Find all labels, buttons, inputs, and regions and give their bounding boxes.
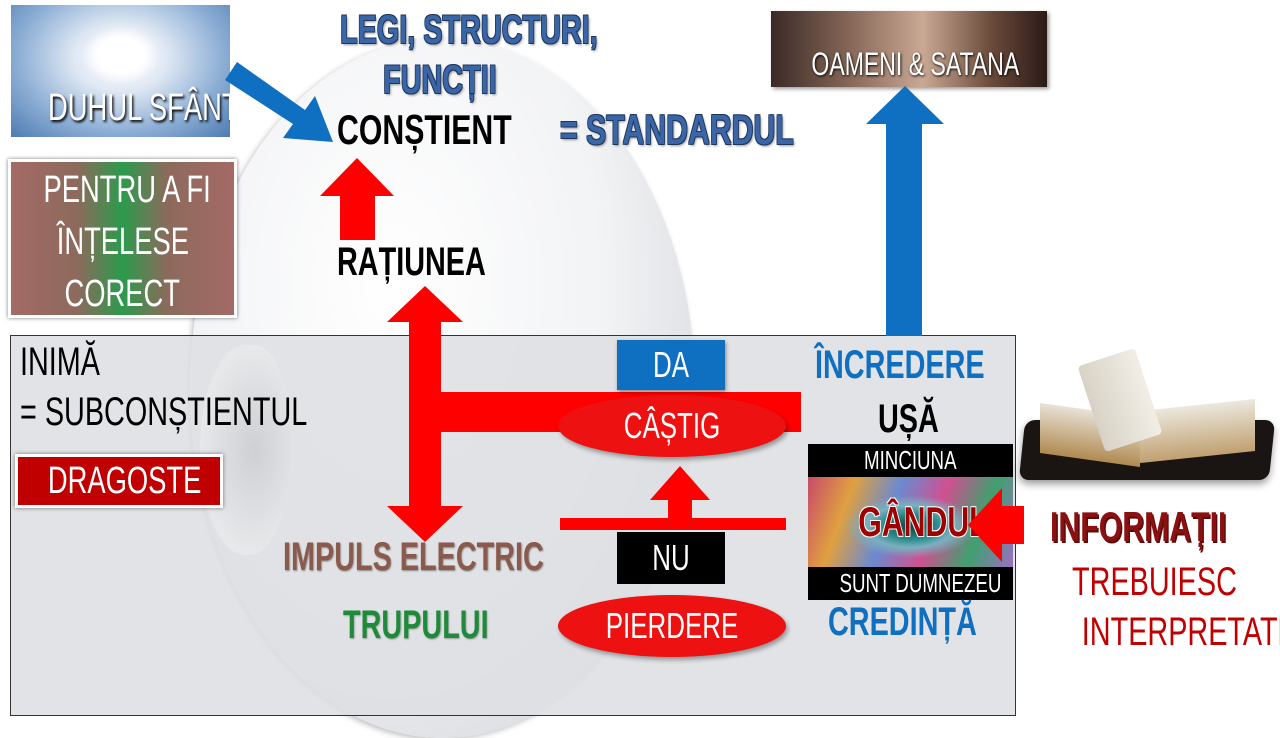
red-left-arrow bbox=[968, 488, 1024, 562]
blue-diagonal-arrow bbox=[225, 62, 333, 142]
bible-image bbox=[1018, 347, 1276, 492]
yes-label: DA bbox=[652, 344, 689, 385]
electric-impulse-label: IMPULS ELECTRIC bbox=[283, 535, 544, 579]
standard-label: = STANDARDUL bbox=[560, 106, 794, 153]
subconscious-label: = SUBCONȘTIENTUL bbox=[20, 390, 308, 434]
red-small-up-arrow bbox=[560, 466, 786, 530]
blue-up-arrow bbox=[866, 86, 944, 336]
door-label: UȘĂ bbox=[878, 397, 939, 441]
gain-label: CÂȘTIG bbox=[623, 405, 721, 446]
note-line-1: PENTRU A FI bbox=[43, 169, 211, 211]
love-label: DRAGOSTE bbox=[47, 460, 202, 502]
gain-ellipse: CÂȘTIG bbox=[558, 395, 786, 457]
note-line-3: CORECT bbox=[64, 273, 181, 315]
dove-icon bbox=[81, 25, 161, 85]
reason-label: RAȚIUNEA bbox=[337, 240, 486, 284]
body-label: TRUPULUI bbox=[343, 603, 489, 647]
yes-box: DA bbox=[617, 340, 725, 390]
lie-label: MINCIUNA bbox=[864, 445, 957, 475]
people-satan-image: OAMENI & SATANA bbox=[771, 11, 1047, 87]
no-box: NU bbox=[617, 532, 725, 584]
love-badge: DRAGOSTE bbox=[15, 454, 223, 508]
heart-title: INIMĂ bbox=[20, 340, 101, 384]
no-label: NU bbox=[652, 537, 690, 578]
i-am-god-label: SUNT DUMNEZEU bbox=[839, 568, 1002, 598]
interpreted-label: INTERPRETATE bbox=[1081, 610, 1280, 654]
faith-label: CREDINȚĂ bbox=[828, 600, 977, 644]
trust-label: ÎNCREDERE bbox=[815, 343, 985, 387]
note-box: PENTRU A FI ÎNȚELESE CORECT bbox=[8, 159, 237, 318]
lie-bar: MINCIUNA bbox=[808, 444, 1013, 477]
functions-heading: FUNCȚII bbox=[383, 58, 497, 102]
information-label: INFORMAȚII bbox=[1050, 503, 1227, 550]
holy-spirit-image: DUHUL SFÂNT bbox=[11, 5, 230, 137]
holy-spirit-label: DUHUL SFÂNT bbox=[48, 87, 230, 129]
i-am-god-bar: SUNT DUMNEZEU bbox=[808, 567, 1013, 600]
laws-heading: LEGI, STRUCTURI, bbox=[340, 8, 598, 52]
ear-shape bbox=[200, 345, 290, 555]
thought-label: GÂNDUL bbox=[858, 498, 988, 545]
people-satan-label: OAMENI & SATANA bbox=[811, 46, 1020, 82]
conscious-label: CONȘTIENT bbox=[337, 106, 512, 153]
note-line-2: ÎNȚELESE bbox=[56, 221, 189, 263]
loss-ellipse: PIERDERE bbox=[558, 595, 786, 657]
loss-label: PIERDERE bbox=[605, 605, 739, 646]
must-be-label: TREBUIESC bbox=[1072, 560, 1237, 604]
red-up-arrow-reason bbox=[320, 158, 394, 240]
